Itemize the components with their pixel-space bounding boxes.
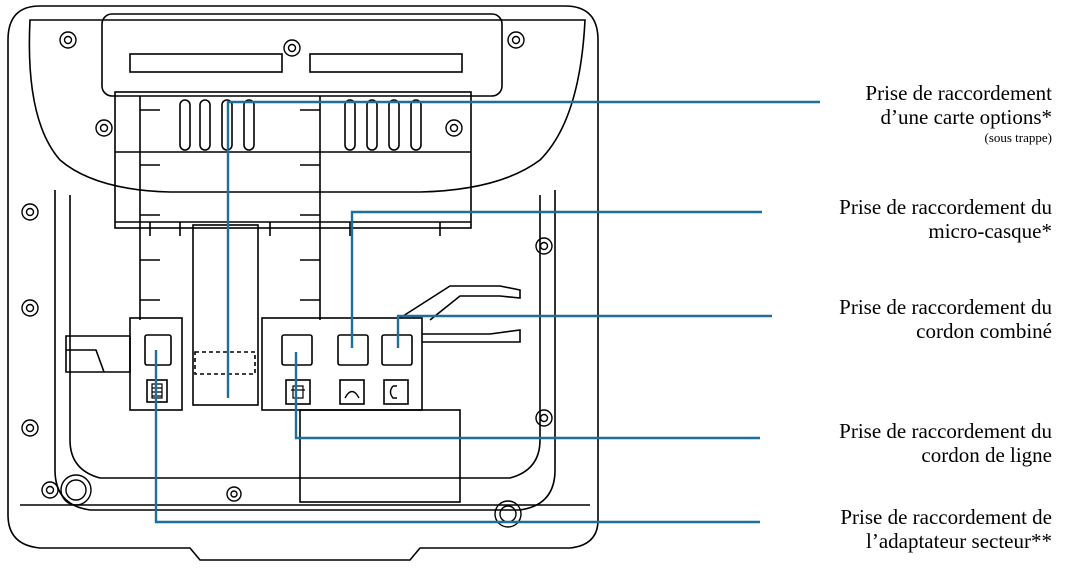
display-housing [28,19,586,193]
leader-line-headset [350,210,762,348]
label-line-port: Prise de raccordement du cordon de ligne [839,419,1052,467]
label-line: Prise de raccordement du [839,195,1052,219]
label-line: d’une carte options* [880,104,1052,129]
center-column [192,224,259,406]
label-line: micro-casque* [928,218,1052,243]
screw-hole [59,31,77,49]
handset-icon-box [383,379,409,405]
screw-hole [226,486,242,502]
label-options-card-port: Prise de raccordement d’une carte option… [865,81,1052,146]
label-note: (sous trappe) [984,130,1052,146]
label-line: Prise de raccordement du [839,419,1052,443]
label-line: Prise de raccordement de [840,505,1052,529]
label-line: cordon de ligne [921,442,1052,467]
screw-hole [283,39,301,57]
screw-hole [95,119,113,137]
leader-line-power [154,350,760,524]
label-line: cordon combiné [916,318,1052,343]
screw-hole [535,409,553,427]
label-power-port: Prise de raccordement de l’adaptateur se… [840,505,1052,553]
leader-line-line-cord [294,352,760,440]
slot-right [309,53,463,73]
slats-right [344,99,422,151]
screw-hole [21,203,39,221]
screw-hole [445,119,463,137]
screw-hole [535,237,553,255]
leader-line-options-card [226,100,820,398]
inner-frame-2 [69,195,541,479]
slats-left [179,99,255,151]
label-line: l’adaptateur secteur** [866,528,1052,553]
slot-left [129,53,283,73]
screw-hole [21,419,39,437]
headset-icon-box [339,379,365,405]
leader-line-handset [396,314,772,348]
label-area [299,409,461,503]
power-jack [144,334,172,366]
screw-hole [21,299,39,317]
label-line: Prise de raccordement du [839,295,1052,319]
foot-left [60,474,92,506]
screw-hole [41,481,59,499]
options-card-trap [194,351,256,375]
top-plate [101,13,503,97]
label-line: Prise de raccordement [865,81,1052,105]
label-handset-port: Prise de raccordement du cordon combiné [839,295,1052,343]
stand-frame [114,91,472,229]
label-headset-port: Prise de raccordement du micro-casque* [839,195,1052,243]
screw-hole [507,31,525,49]
line-icon-box [285,379,311,405]
phone-outer-shell [7,5,599,561]
